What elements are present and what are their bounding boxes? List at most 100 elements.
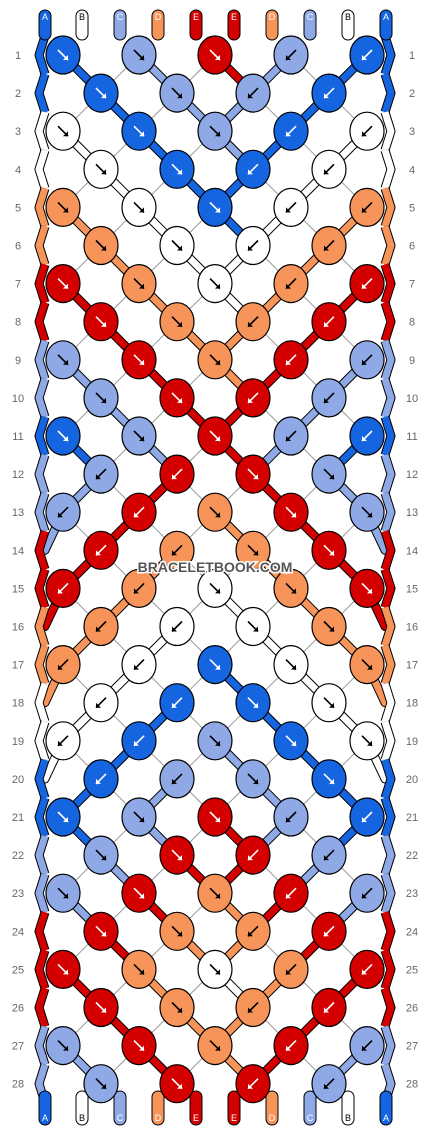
knot <box>45 111 81 151</box>
knot <box>197 568 233 609</box>
arrow-head-icon <box>248 245 253 251</box>
arrow-head-icon <box>362 436 367 441</box>
knot <box>235 378 271 418</box>
edge-turn-left <box>35 834 49 876</box>
edge-turn-right <box>381 911 395 952</box>
row-number-right: 4 <box>409 164 415 176</box>
knot <box>311 302 347 342</box>
string-label-bottom: E <box>231 1113 237 1123</box>
row-number-left: 23 <box>12 888 24 900</box>
row-number-right: 24 <box>406 926 418 938</box>
arrow-head-icon <box>101 397 106 403</box>
knot <box>83 606 119 647</box>
knot <box>121 35 157 75</box>
knot <box>311 378 347 418</box>
edge-turn-left <box>35 644 49 685</box>
knot <box>121 416 157 456</box>
arrow-head-icon <box>215 55 220 60</box>
arrow-head-icon <box>286 969 291 975</box>
edge-turn-left <box>35 1025 49 1066</box>
arrow-head-icon <box>248 397 253 403</box>
string-end-top <box>75 9 89 41</box>
knot <box>121 644 157 685</box>
arrow-head-icon <box>286 359 291 365</box>
knot <box>197 187 233 227</box>
row-number-right: 14 <box>406 545 418 557</box>
string-label-bottom: B <box>79 1113 85 1123</box>
knot <box>159 911 195 951</box>
arrow-head-icon <box>329 778 334 784</box>
arrow-head-icon <box>101 245 106 251</box>
row-number-left: 16 <box>12 622 24 634</box>
row-number-left: 20 <box>12 774 24 786</box>
edge-turn-left <box>35 111 49 152</box>
knot <box>83 225 119 266</box>
arrow-head-icon <box>324 855 329 861</box>
string-label-bottom: C <box>117 1113 124 1123</box>
arrow-head-icon <box>215 131 220 137</box>
string-label-top: A <box>42 12 48 22</box>
knot <box>349 644 385 685</box>
arrow-head-icon <box>96 550 101 556</box>
edge-turn-left <box>35 758 49 800</box>
arrow-head-icon <box>248 1007 253 1013</box>
string-end-top <box>379 9 393 41</box>
string-label-bottom: A <box>383 1113 389 1123</box>
arrow-head-icon <box>96 702 101 708</box>
knot <box>83 987 119 1028</box>
knot <box>45 492 81 532</box>
edge-turn-left <box>35 987 49 1028</box>
edge-turn-right <box>381 606 395 647</box>
knot <box>349 264 385 304</box>
arrow-head-icon <box>253 626 258 632</box>
row-number-left: 17 <box>12 660 24 672</box>
arrow-head-icon <box>101 931 106 937</box>
knot <box>273 797 309 837</box>
edge-turn-right <box>381 453 395 495</box>
edge-turn-right <box>381 758 395 800</box>
row-number-right: 20 <box>406 774 418 786</box>
knot <box>45 1025 81 1066</box>
knot <box>197 35 233 75</box>
edge-turn-right <box>381 301 395 342</box>
row-number-left: 18 <box>12 698 24 710</box>
edge-turn-right <box>381 1025 395 1066</box>
row-number-left: 21 <box>12 812 24 824</box>
arrow-head-icon <box>362 207 367 213</box>
arrow-head-icon <box>286 893 291 899</box>
knot <box>197 264 233 304</box>
edge-turn-left <box>35 225 49 266</box>
row-number-left: 6 <box>15 241 21 253</box>
knot <box>45 644 81 685</box>
edge-turn-left <box>35 682 49 723</box>
knot <box>273 416 309 456</box>
arrow-head-icon <box>291 740 296 746</box>
knot <box>45 35 81 75</box>
knot <box>159 302 195 342</box>
arrow-head-icon <box>63 131 68 137</box>
knot <box>235 302 271 342</box>
knot <box>235 149 271 189</box>
edge-turn-left <box>35 492 49 533</box>
knot <box>273 187 309 227</box>
arrow-head-icon <box>139 893 144 899</box>
knot <box>45 568 81 609</box>
knot <box>349 873 385 913</box>
knot <box>273 35 309 75</box>
row-number-right: 18 <box>406 698 418 710</box>
knot <box>311 759 347 799</box>
row-number-right: 2 <box>409 88 415 100</box>
arrow-head-icon <box>139 817 144 822</box>
edge-turn-left <box>35 720 49 761</box>
knot <box>311 1064 347 1104</box>
arrow-head-icon <box>248 169 253 175</box>
knot <box>159 606 195 647</box>
knot <box>159 1064 195 1104</box>
knot <box>349 721 385 761</box>
knot <box>235 759 271 799</box>
knot <box>159 530 195 570</box>
knot <box>197 721 233 761</box>
knot <box>349 35 385 75</box>
knot <box>159 987 195 1028</box>
arrow-head-icon <box>58 740 63 746</box>
